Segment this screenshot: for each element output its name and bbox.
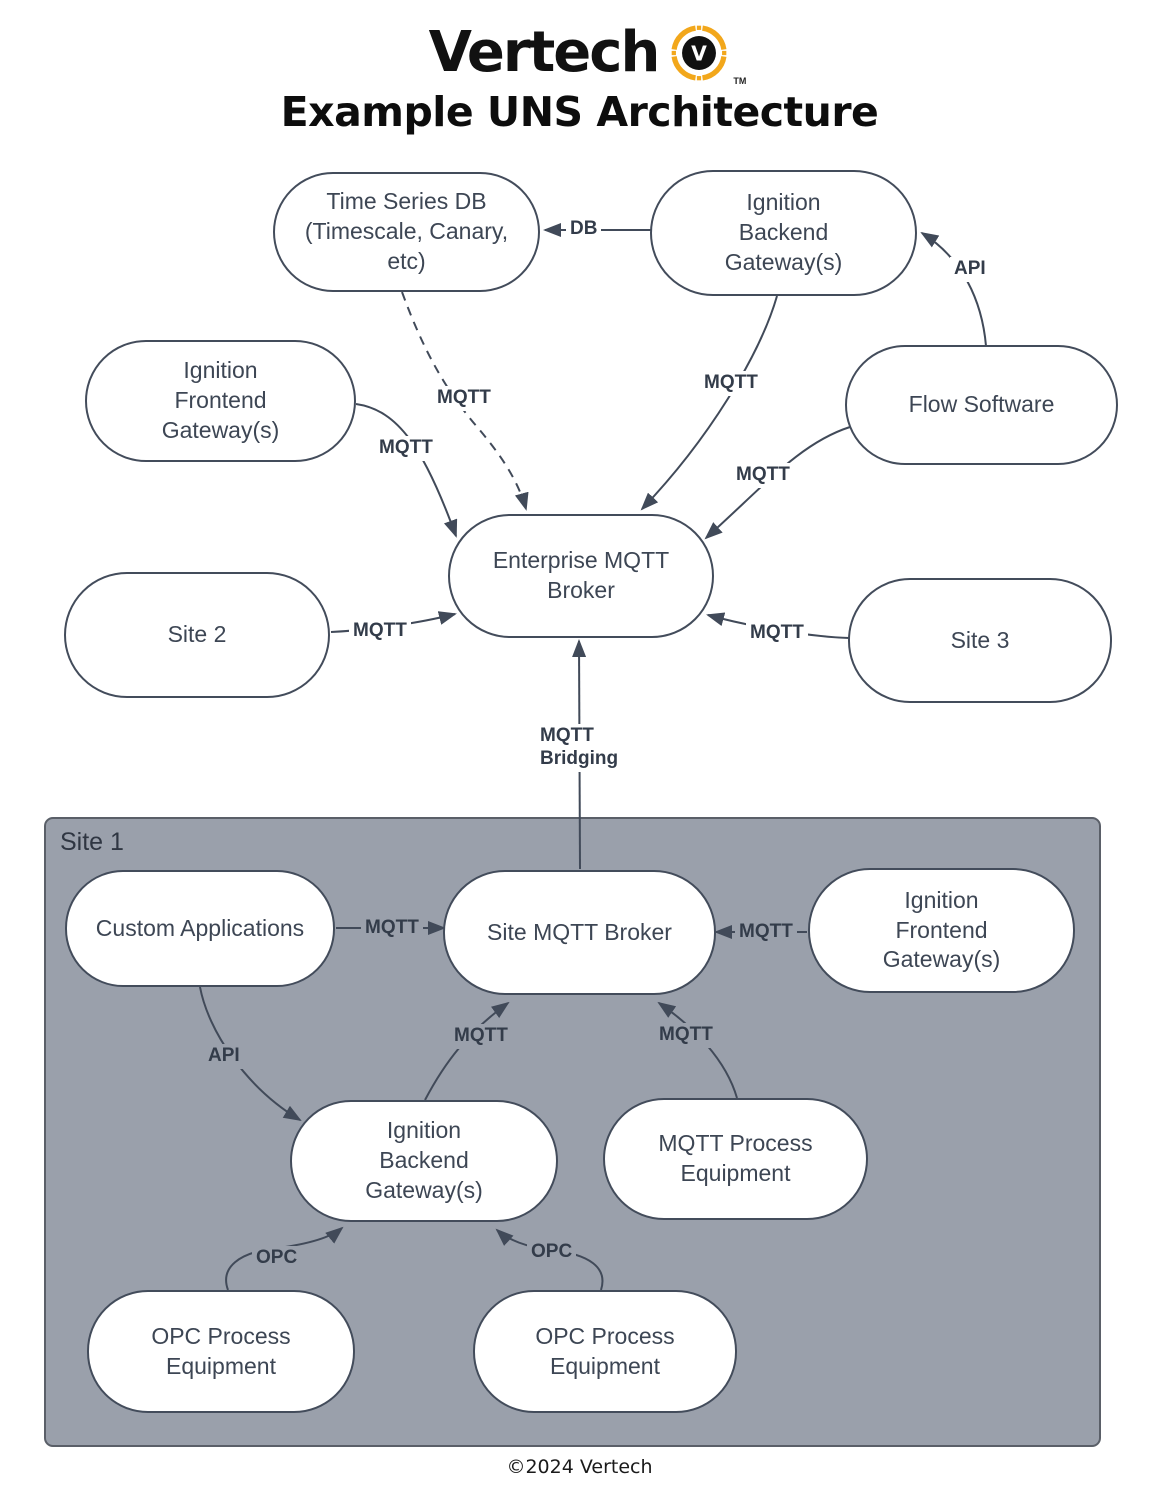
node-site3: Site 3 [848,578,1112,703]
label-opc-left: OPC [252,1246,302,1271]
header: Vertech V TM [0,20,1159,87]
label-mqtt-frontend-top: MQTT [375,436,437,461]
node-opc-process-equipment-right: OPC Process Equipment [473,1290,737,1413]
label-mqtt-backend-site: MQTT [450,1024,512,1049]
label-mqtt-site3: MQTT [746,621,808,646]
page-title: Example UNS Architecture [280,88,879,136]
node-opc-process-equipment-left: OPC Process Equipment [87,1290,355,1413]
node-ignition-frontend-gateways-top: Ignition Frontend Gateway(s) [85,340,356,462]
vertech-logo-icon: V TM [668,22,746,86]
node-time-series-db: Time Series DB (Timescale, Canary, etc) [273,172,540,292]
node-ignition-backend-gateways-top: Ignition Backend Gateway(s) [650,170,917,296]
trademark-mark: TM [733,76,747,86]
label-mqtt-backend-top: MQTT [700,371,762,396]
node-mqtt-process-equipment: MQTT Process Equipment [603,1098,868,1220]
node-enterprise-mqtt-broker: Enterprise MQTT Broker [448,514,714,638]
label-opc-right: OPC [527,1240,577,1265]
label-mqtt-custom-apps: MQTT [361,916,423,941]
node-site2: Site 2 [64,572,330,698]
label-mqtt-site2: MQTT [349,619,411,644]
svg-text:V: V [691,41,707,65]
node-ignition-backend-gateways-site: Ignition Backend Gateway(s) [290,1100,558,1222]
label-mqtt-bridging: MQTT Bridging [536,724,623,772]
label-db: DB [566,217,602,242]
logo-ring-icon: V [671,25,727,81]
brand-wordmark: Vertech [428,20,661,85]
label-mqtt-timeseries: MQTT [433,386,495,411]
node-ignition-frontend-gateways-site: Ignition Frontend Gateway(s) [808,868,1075,993]
node-site-mqtt-broker: Site MQTT Broker [443,870,716,995]
label-api-site: API [204,1044,244,1069]
site1-label: Site 1 [60,828,124,856]
node-custom-applications: Custom Applications [65,870,335,987]
label-mqtt-process-equipment: MQTT [655,1023,717,1048]
edge-flow-to-backend-api [920,231,987,347]
label-mqtt-frontend-site: MQTT [735,920,797,945]
edge-frontend-top-to-broker-mqtt [355,403,458,538]
copyright-text: ©2024 Vertech [506,1456,653,1478]
label-api-flow: API [950,257,990,282]
node-flow-software: Flow Software [845,345,1118,465]
label-mqtt-flow: MQTT [732,463,794,488]
